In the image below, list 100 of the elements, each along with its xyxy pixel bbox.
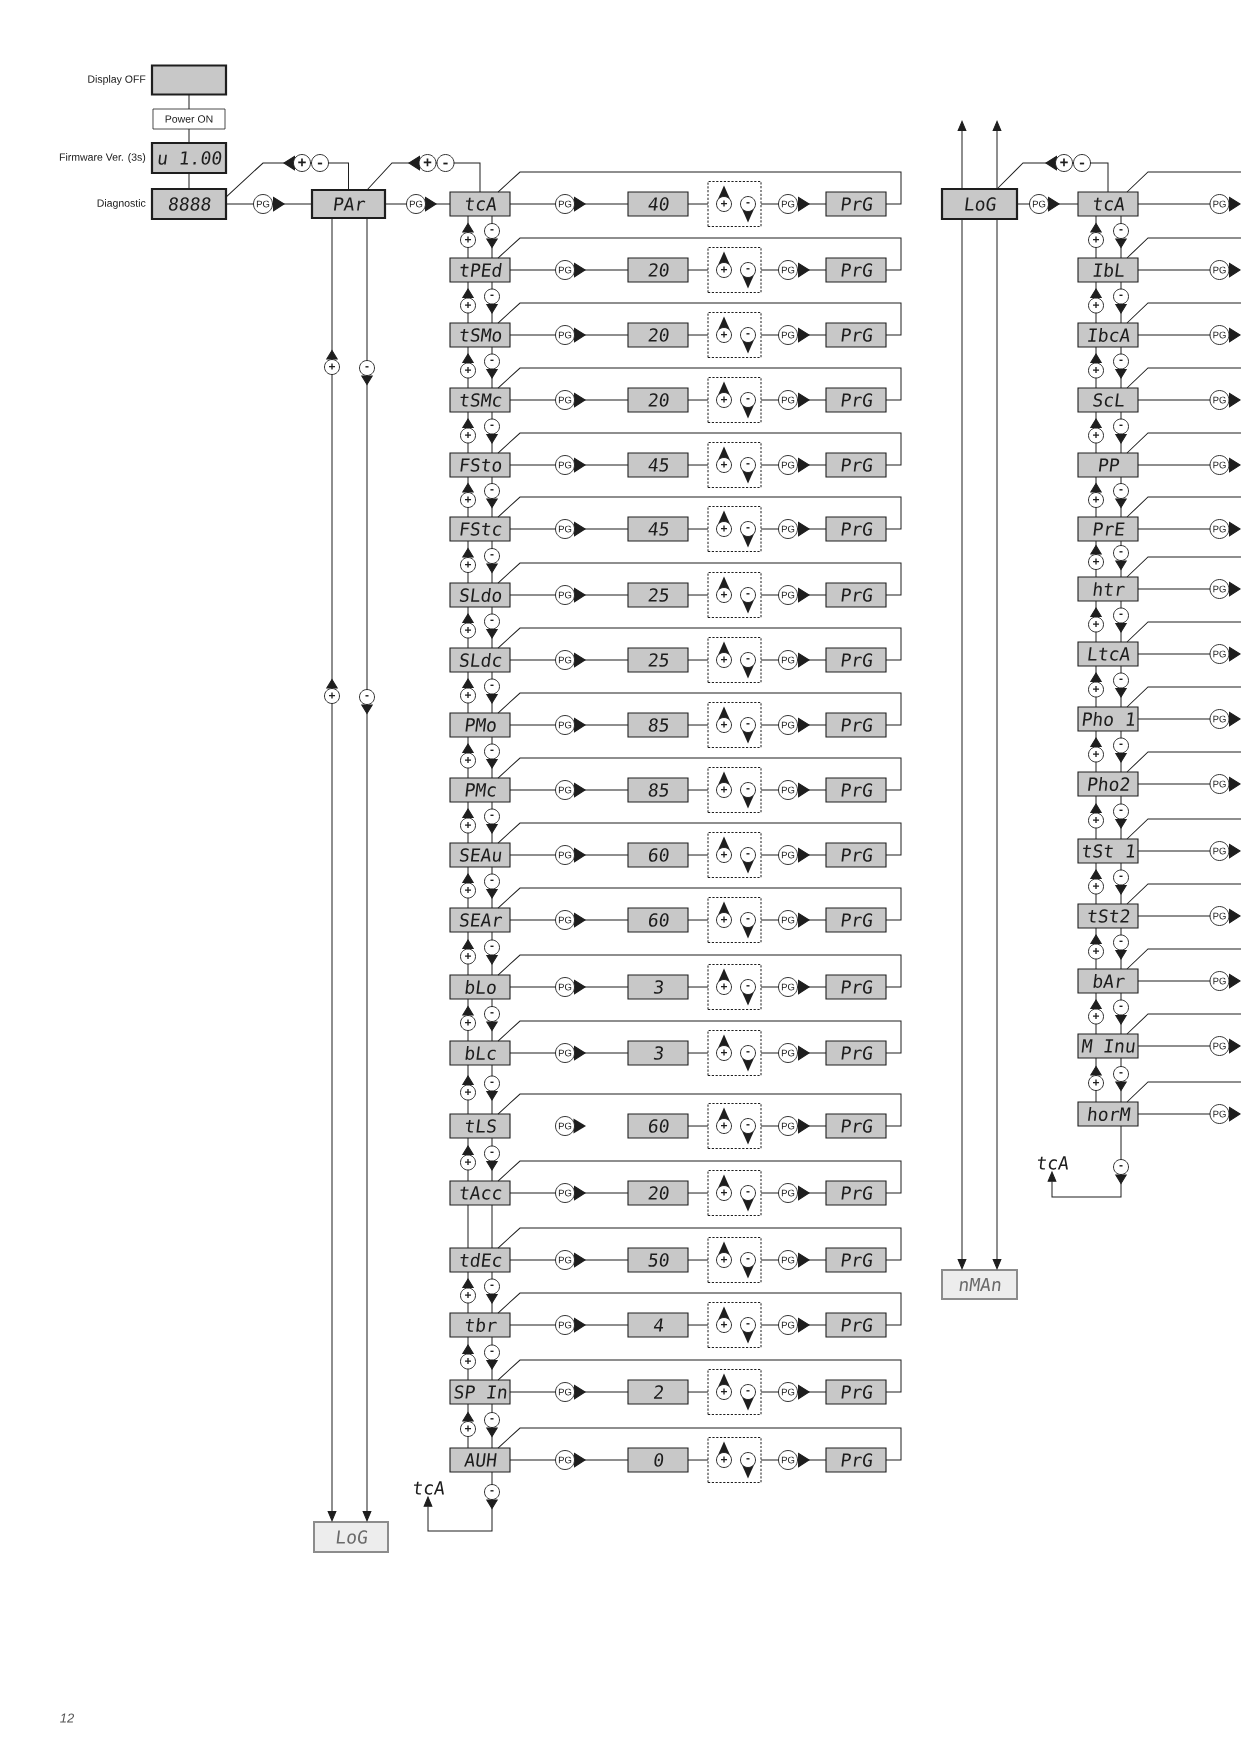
arrow	[992, 120, 1002, 190]
display-box: 45	[627, 516, 689, 542]
key-label: PG	[555, 260, 575, 280]
display-box: FSto	[449, 452, 511, 478]
key-label: PG	[1209, 390, 1230, 410]
display-box: PMo	[449, 712, 511, 738]
key-label: +	[460, 1084, 476, 1101]
key-label: +	[1088, 1075, 1104, 1091]
key-label: -	[484, 1278, 500, 1295]
arrow	[462, 998, 474, 1042]
connector-line	[687, 854, 709, 856]
arrow	[486, 1336, 498, 1381]
arrow	[361, 217, 373, 1522]
display-box: PrG	[825, 712, 887, 738]
display-box: PrG	[825, 974, 887, 1000]
display-caption: Diagnostic	[97, 199, 146, 209]
display-box: tSMc	[449, 387, 511, 413]
connector-line	[1126, 751, 1241, 773]
connector-line	[1126, 302, 1241, 324]
arrow	[760, 196, 827, 212]
key-label: PG	[778, 455, 798, 475]
display-box: SEAu	[449, 842, 511, 868]
plus-button: +	[716, 316, 732, 343]
connector-line	[497, 562, 902, 596]
key-label: PG	[555, 1450, 575, 1470]
connector-line	[687, 919, 709, 921]
display-box: 40	[627, 191, 689, 217]
arrow	[1047, 1125, 1127, 1198]
connector-line	[497, 1427, 902, 1461]
connector-line	[497, 367, 902, 401]
key-label: -	[484, 873, 500, 890]
connector-line	[687, 1391, 709, 1393]
arrow	[760, 782, 827, 798]
key-label: PG	[555, 977, 575, 997]
arrow	[1115, 600, 1127, 643]
display-caption: Display OFF	[88, 75, 146, 85]
display-box: PrG	[825, 1040, 887, 1066]
plus-button: +	[716, 1241, 732, 1268]
arrow	[509, 1185, 629, 1201]
arrow	[225, 155, 349, 198]
display-box: LtcA	[1077, 641, 1139, 667]
key-label: +	[1088, 362, 1104, 379]
arrow	[486, 346, 498, 389]
key-label: PG	[1209, 519, 1230, 539]
display-box: tcA	[1077, 191, 1139, 217]
display-box: SLdo	[449, 582, 511, 608]
connector-line	[687, 659, 709, 661]
key-label: PG	[1209, 455, 1230, 475]
display-box: tbr	[449, 1312, 511, 1338]
minus-button: -	[740, 1384, 756, 1411]
arrow	[509, 196, 629, 212]
minus-button: -	[740, 327, 756, 354]
connector-line	[497, 692, 902, 726]
key-label: +	[460, 817, 476, 834]
display-box: Pho2	[1077, 771, 1139, 797]
key-label: PG	[555, 519, 575, 539]
arrow	[957, 218, 967, 1270]
display-box: PrG	[825, 1447, 887, 1473]
plus-button: +	[716, 641, 732, 668]
key-label: PG	[555, 585, 575, 605]
connector-line	[687, 1324, 709, 1326]
arrow	[486, 215, 498, 259]
key-label: PG	[555, 194, 575, 214]
plus-button: +	[716, 1306, 732, 1333]
arrow	[1115, 927, 1127, 970]
key-label: +	[460, 557, 476, 573]
arrow	[486, 736, 498, 779]
display-box: bLc	[449, 1040, 511, 1066]
arrow	[509, 979, 629, 995]
key-label: -	[484, 743, 500, 760]
plus-button: +	[716, 1107, 732, 1134]
key-label: -	[359, 689, 375, 705]
key-label: PG	[555, 1315, 575, 1335]
minus-button: -	[740, 1118, 756, 1145]
key-label: +	[1088, 746, 1104, 763]
arrow	[509, 1045, 629, 1061]
arrow	[509, 327, 629, 343]
arrow	[1115, 476, 1127, 518]
display-box: SLdc	[449, 647, 511, 673]
arrow	[486, 866, 498, 909]
display-box: PP	[1077, 452, 1139, 478]
plus-button: +	[716, 251, 732, 278]
display-box: PrG	[825, 1312, 887, 1338]
key-label: +	[460, 752, 476, 769]
key-label: -	[484, 613, 500, 630]
display-box: 8888	[150, 187, 228, 221]
display-box: PrG	[825, 322, 887, 348]
key-label: PG	[555, 1116, 586, 1136]
connector-line	[687, 464, 709, 466]
connector-line	[687, 594, 709, 596]
arrow	[486, 411, 498, 454]
key-label: +	[324, 688, 340, 704]
key-label: PG	[1209, 194, 1230, 214]
key-label: PG	[1209, 841, 1230, 861]
display-box: PrG	[825, 907, 887, 933]
key-label: -	[484, 223, 500, 239]
minus-button: -	[740, 652, 756, 679]
display-box: FStc	[449, 516, 511, 542]
arrow	[486, 801, 498, 844]
minus-button: -	[740, 912, 756, 939]
